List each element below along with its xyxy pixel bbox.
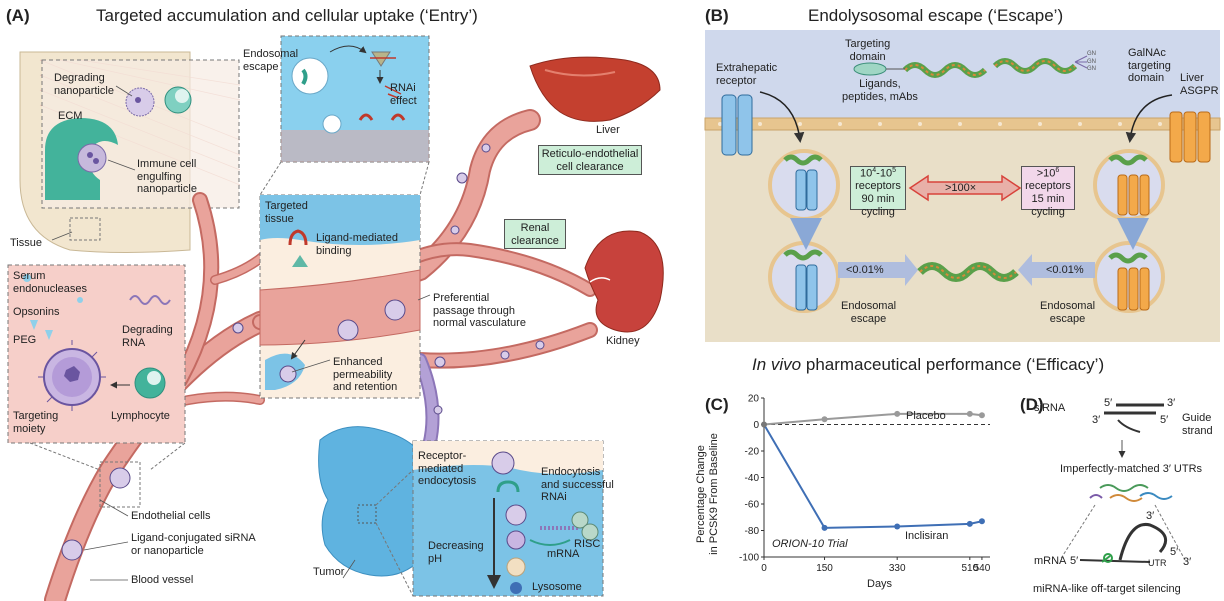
label-liver: Liver <box>596 124 620 136</box>
label-receptor-endo: Receptor- mediated endocytosis <box>418 450 477 488</box>
label-preferential: Preferential passage through normal vasc… <box>433 292 526 330</box>
label-extrahepatic: Extrahepatic receptor <box>716 62 778 87</box>
label-rnai-effect: RNAi effect <box>390 82 417 107</box>
label-decreasing-ph: Decreasing pH <box>428 540 484 565</box>
label-serum: Serum endonucleases <box>13 270 88 295</box>
x-tick-label: 150 <box>816 563 833 574</box>
tumor-shape <box>318 426 434 577</box>
label-endothelial: Endothelial cells <box>131 510 211 522</box>
series-point-placebo <box>894 410 901 417</box>
label-three-bot: 3′ <box>1092 414 1101 426</box>
panel-c-letter: (C) <box>705 395 729 414</box>
label-lysosome: Lysosome <box>532 581 582 593</box>
label-endo-escape-left: Endosomal escape <box>841 300 897 325</box>
chart-series <box>761 410 985 531</box>
engulfed-nanoparticle <box>77 143 107 173</box>
y-tick-label: 20 <box>748 394 760 405</box>
y-tick-label: -20 <box>745 447 760 458</box>
label-mirna: miRNA-like off-target silencing <box>1033 583 1181 595</box>
chart-xlabel: Days <box>867 578 893 590</box>
panel-a-letter: (A) <box>6 6 30 25</box>
y-tick-label: -100 <box>739 553 759 564</box>
label-five-bot: 5′ <box>1160 414 1169 426</box>
x-tick-label: 510 <box>961 563 978 574</box>
label-ligand-binding: Ligand-mediated binding <box>316 232 398 257</box>
series-origin-point <box>761 421 767 428</box>
panel-a-title: Targeted accumulation and cellular uptak… <box>96 6 478 25</box>
label-liver-asgpr: Liver ASGPR <box>1180 72 1219 97</box>
x-tick-label: 330 <box>889 563 906 574</box>
label-targeted-tissue: Targeted tissue <box>265 200 308 225</box>
label-risc: RISC <box>574 538 601 550</box>
panel-d-letter: (D) <box>1020 395 1044 414</box>
label-three-r: 3′ <box>1183 556 1192 568</box>
label-tumor: Tumor <box>313 566 345 578</box>
label-imperfect: Imperfectly-matched 3′ UTRs <box>1060 463 1203 475</box>
panel-a-illustration <box>7 35 664 601</box>
label-endosomal-escape: Endosomal escape <box>243 48 299 73</box>
series-point-inclisiran <box>821 524 828 531</box>
endosome-vesicle <box>291 57 329 95</box>
label-blood-vessel: Blood vessel <box>131 574 194 586</box>
legend-placebo: Placebo <box>906 410 946 422</box>
label-ligand-conj: Ligand-conjugated siRNA or nanoparticle <box>131 532 256 557</box>
label-degrading-nanoparticle: Degrading nanoparticle <box>54 72 114 97</box>
label-lymphocyte: Lymphocyte <box>111 410 170 422</box>
y-tick-label: -40 <box>745 473 760 484</box>
panel-b-letter: (B) <box>705 6 729 25</box>
series-point-placebo <box>821 416 828 423</box>
x-tick-label: 540 <box>974 563 991 574</box>
receptor-box-left: 104-105 receptors 90 min cycling <box>850 166 906 218</box>
label-kidney: Kidney <box>606 335 640 347</box>
y-tick-label: -80 <box>745 526 760 537</box>
series-point-inclisiran <box>978 518 985 525</box>
label-degrading-rna: Degrading RNA <box>122 324 173 349</box>
series-point-placebo <box>966 410 973 417</box>
kidney-shape <box>584 230 664 333</box>
label-immune-cell: Immune cell engulfing nanoparticle <box>137 158 197 196</box>
tag-renal: Renal clearance <box>504 219 566 249</box>
label-guide: Guide strand <box>1182 412 1213 437</box>
label-galnac: GalNAc targeting domain <box>1128 47 1171 85</box>
label-peg: PEG <box>13 334 37 346</box>
series-point-inclisiran <box>966 520 973 527</box>
efficacy-title: In vivo pharmaceutical performance (‘Eff… <box>752 355 1105 374</box>
label-targeting-domain: Targeting domain <box>845 38 891 63</box>
chart-trial-label: ORION-10 Trial <box>772 538 848 550</box>
label-pct-left: <0.01% <box>846 264 884 276</box>
y-tick-label: 0 <box>753 420 759 431</box>
label-utr: UTR <box>1148 558 1167 568</box>
label-opsonins: Opsonins <box>13 306 60 318</box>
label-ligands: Ligands, peptides, mAbs <box>842 78 918 103</box>
label-pct-right: <0.01% <box>1046 264 1084 276</box>
series-point-placebo <box>978 412 985 419</box>
label-ratio: >100× <box>945 182 977 194</box>
label-three-loop: 3′ <box>1146 510 1155 522</box>
label-endocytosis-rnai: Endocytosis and successful RNAi <box>541 466 614 504</box>
label-ecm: ECM <box>58 110 83 122</box>
label-enhanced: Enhanced permeability and retention <box>333 356 398 394</box>
label-tissue: Tissue <box>10 237 42 249</box>
label-sirna: siRNA <box>1034 402 1066 414</box>
label-five-r: 5′ <box>1170 546 1179 558</box>
label-five-top: 5′ <box>1104 397 1113 409</box>
y-tick-label: -60 <box>745 500 760 511</box>
label-mrna-d: mRNA <box>1034 555 1067 567</box>
panel-b-title: Endolysosomal escape (‘Escape’) <box>808 6 1064 25</box>
x-tick-label: 0 <box>761 563 767 574</box>
label-endo-escape-right: Endosomal escape <box>1040 300 1096 325</box>
receptor-box-right: >106 receptors 15 min cycling <box>1021 166 1075 218</box>
label-three-top: 3′ <box>1167 397 1176 409</box>
label-mrna-a: mRNA <box>547 548 580 560</box>
series-point-inclisiran <box>894 523 901 530</box>
legend-inclisiran: Inclisiran <box>905 530 949 542</box>
label-targeting-moiety: Targeting moiety <box>13 410 59 435</box>
tag-reticulo: Reticulo-endothelial cell clearance <box>538 145 642 175</box>
serum-callout <box>7 264 186 444</box>
label-five-mrna: 5′ <box>1070 555 1079 567</box>
